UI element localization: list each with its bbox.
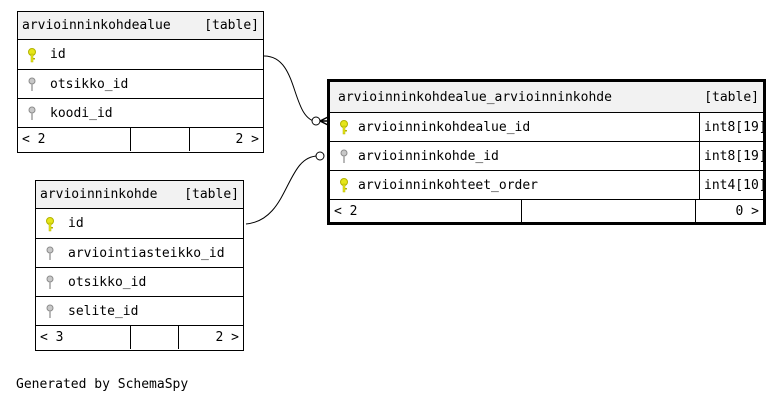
column-row[interactable]: arviointiasteikko_id (36, 239, 243, 268)
foreign-key-icon (28, 77, 36, 91)
footer-spacer (522, 200, 696, 222)
column-row[interactable]: otsikko_id (36, 268, 243, 297)
primary-key-icon (340, 178, 348, 193)
table-name: arvioinninkohde (40, 187, 158, 202)
column-type: int4[10] (699, 171, 767, 199)
column-name: id (50, 47, 66, 62)
relation-end-circle (311, 116, 321, 126)
column-row[interactable]: arvioinninkohdealue_id int8[19] (330, 113, 767, 142)
column-row[interactable]: arvioinninkohteet_order int4[10] (330, 171, 767, 200)
column-name: arvioinninkohteet_order (358, 177, 539, 193)
table-header: arvioinninkohdealue [table] (18, 12, 263, 40)
primary-key-icon (340, 120, 348, 135)
table-footer: < 2 0 > (330, 200, 763, 222)
column-name: arviointiasteikko_id (68, 245, 225, 261)
relation-crowfoot (319, 116, 329, 126)
table-header: arvioinninkohde [table] (36, 181, 243, 209)
column-name: otsikko_id (68, 274, 147, 290)
children-count[interactable]: 2 > (235, 132, 259, 147)
relation-line-arvioinninkohdealue (263, 55, 319, 123)
relation-line-arvioinninkohde (245, 155, 319, 225)
footer-spacer (131, 326, 179, 349)
children-count[interactable]: 0 > (735, 203, 759, 219)
column-row[interactable]: id (18, 40, 263, 70)
column-name: arvioinninkohdealue_id (358, 119, 531, 135)
column-name: arvioinninkohde_id (358, 148, 499, 164)
table-kind: [table] (184, 187, 239, 202)
table-kind: [table] (704, 89, 759, 105)
foreign-key-icon (28, 106, 36, 120)
column-row[interactable]: arvioinninkohde_id int8[19] (330, 142, 767, 171)
column-row[interactable]: otsikko_id (18, 70, 263, 99)
column-type: int8[19] (699, 142, 767, 170)
generated-by-label: Generated by SchemaSpy (16, 377, 189, 392)
column-name: selite_id (68, 303, 139, 319)
primary-key-icon (46, 216, 54, 231)
table-header: arvioinninkohdealue_arvioinninkohde [tab… (330, 82, 763, 113)
column-row[interactable]: koodi_id (18, 99, 263, 128)
table-kind: [table] (204, 18, 259, 33)
column-row[interactable]: id (36, 209, 243, 239)
column-name: otsikko_id (50, 76, 129, 92)
column-type: int8[19] (699, 113, 767, 141)
table-arvioinninkohde[interactable]: arvioinninkohde [table] id arviointiaste… (35, 180, 244, 351)
table-name: arvioinninkohdealue (22, 18, 171, 33)
relation-end-circle (315, 151, 325, 161)
column-name: id (68, 216, 84, 231)
parents-count[interactable]: < 2 (18, 128, 131, 151)
foreign-key-icon (46, 246, 54, 260)
column-row[interactable]: selite_id (36, 297, 243, 326)
children-count[interactable]: 2 > (215, 330, 239, 345)
foreign-key-icon (340, 149, 348, 163)
table-name: arvioinninkohdealue_arvioinninkohde (338, 89, 612, 105)
parents-count[interactable]: < 2 (330, 200, 522, 222)
column-name: koodi_id (50, 105, 113, 121)
foreign-key-icon (46, 275, 54, 289)
primary-key-icon (28, 47, 36, 62)
table-footer: < 3 2 > (36, 326, 243, 349)
table-footer: < 2 2 > (18, 128, 263, 151)
foreign-key-icon (46, 304, 54, 318)
table-arvioinninkohdealue-arvioinninkohde[interactable]: arvioinninkohdealue_arvioinninkohde [tab… (327, 79, 767, 225)
table-arvioinninkohdealue[interactable]: arvioinninkohdealue [table] id otsikko_i… (17, 11, 264, 153)
parents-count[interactable]: < 3 (36, 326, 131, 349)
footer-spacer (131, 128, 190, 151)
